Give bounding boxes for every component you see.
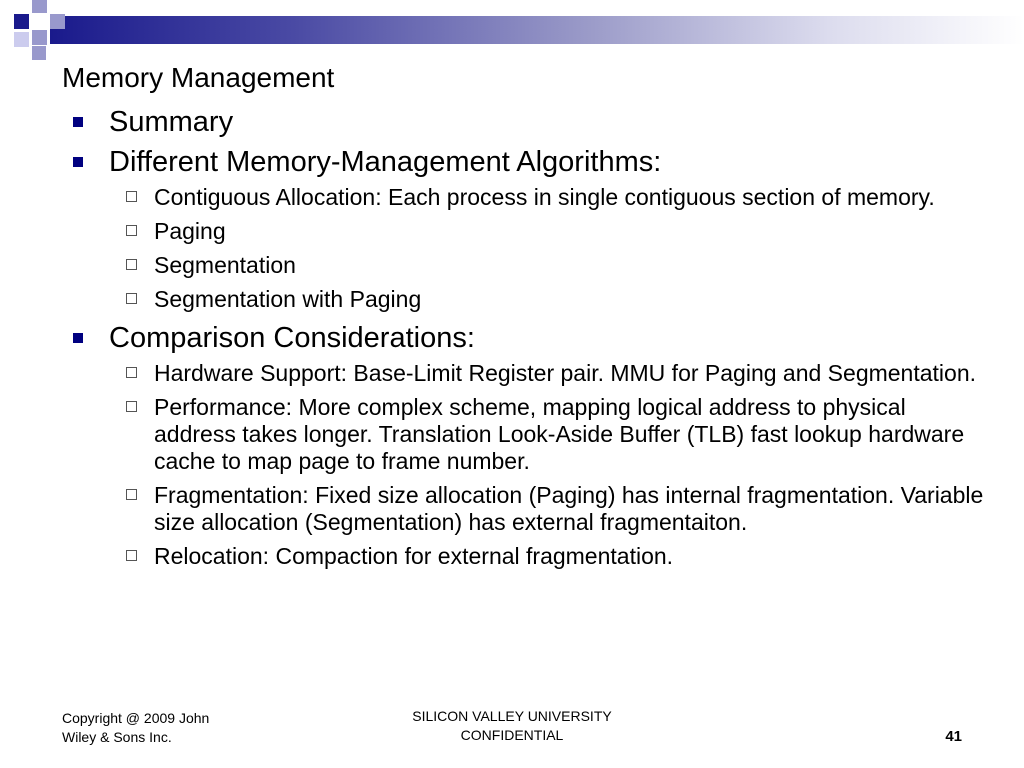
hollow-square-bullet-icon	[126, 259, 137, 270]
slide-title: Memory Management	[62, 62, 335, 93]
sub-bullet-text: Segmentation	[154, 252, 296, 278]
bullet-text: Different Memory-Management Algorithms:	[109, 146, 662, 178]
hollow-square-bullet-icon	[126, 489, 137, 500]
confidential-line: CONFIDENTIAL	[460, 727, 564, 743]
sub-bullet-item: Segmentation with Paging	[70, 286, 990, 313]
hollow-square-bullet-icon	[126, 550, 137, 561]
square-bullet-icon	[73, 333, 83, 343]
decor-square	[50, 14, 65, 29]
header-decoration	[0, 0, 1024, 60]
slide-content: Summary Different Memory-Management Algo…	[70, 104, 990, 577]
sub-bullet-item: Hardware Support: Base-Limit Register pa…	[70, 360, 990, 387]
square-bullet-icon	[73, 117, 83, 127]
sub-bullet-item: Contiguous Allocation: Each process in s…	[70, 184, 990, 211]
page-number: 41	[945, 728, 962, 745]
sub-bullet-text: Contiguous Allocation: Each process in s…	[154, 184, 935, 210]
bullet-item: Summary	[70, 104, 990, 140]
sub-bullet-text: Paging	[154, 218, 226, 244]
sub-bullet-text: Segmentation with Paging	[154, 286, 422, 312]
square-bullet-icon	[73, 157, 83, 167]
sub-bullet-item: Relocation: Compaction for external frag…	[70, 543, 990, 570]
hollow-square-bullet-icon	[126, 225, 137, 236]
decor-square	[32, 0, 47, 13]
decor-square	[14, 32, 29, 47]
sub-bullet-text: Fragmentation: Fixed size allocation (Pa…	[154, 482, 984, 535]
confidential-line: SILICON VALLEY UNIVERSITY	[412, 708, 612, 724]
bullet-text: Summary	[109, 106, 234, 138]
sub-bullet-text: Performance: More complex scheme, mappin…	[154, 394, 965, 474]
hollow-square-bullet-icon	[126, 367, 137, 378]
decor-square	[32, 46, 46, 60]
hollow-square-bullet-icon	[126, 401, 137, 412]
footer-confidential: SILICON VALLEY UNIVERSITY CONFIDENTIAL	[362, 707, 662, 745]
sub-bullet-item: Performance: More complex scheme, mappin…	[70, 394, 990, 475]
decor-square	[32, 30, 47, 45]
sub-bullet-item: Paging	[70, 218, 990, 245]
hollow-square-bullet-icon	[126, 191, 137, 202]
bullet-text: Comparison Considerations:	[109, 322, 475, 354]
footer-copyright: Copyright @ 2009 John Wiley & Sons Inc.	[62, 709, 209, 747]
header-gradient-bar	[50, 16, 1024, 44]
sub-bullet-text: Relocation: Compaction for external frag…	[154, 543, 674, 569]
hollow-square-bullet-icon	[126, 293, 137, 304]
sub-bullet-text: Hardware Support: Base-Limit Register pa…	[154, 360, 977, 386]
bullet-item: Comparison Considerations:	[70, 320, 990, 356]
decor-square	[14, 14, 29, 29]
copyright-line: Copyright @ 2009 John	[62, 710, 210, 726]
sub-bullet-item: Fragmentation: Fixed size allocation (Pa…	[70, 482, 990, 536]
sub-bullet-item: Segmentation	[70, 252, 990, 279]
bullet-item: Different Memory-Management Algorithms:	[70, 144, 990, 180]
copyright-line: Wiley & Sons Inc.	[62, 729, 172, 745]
